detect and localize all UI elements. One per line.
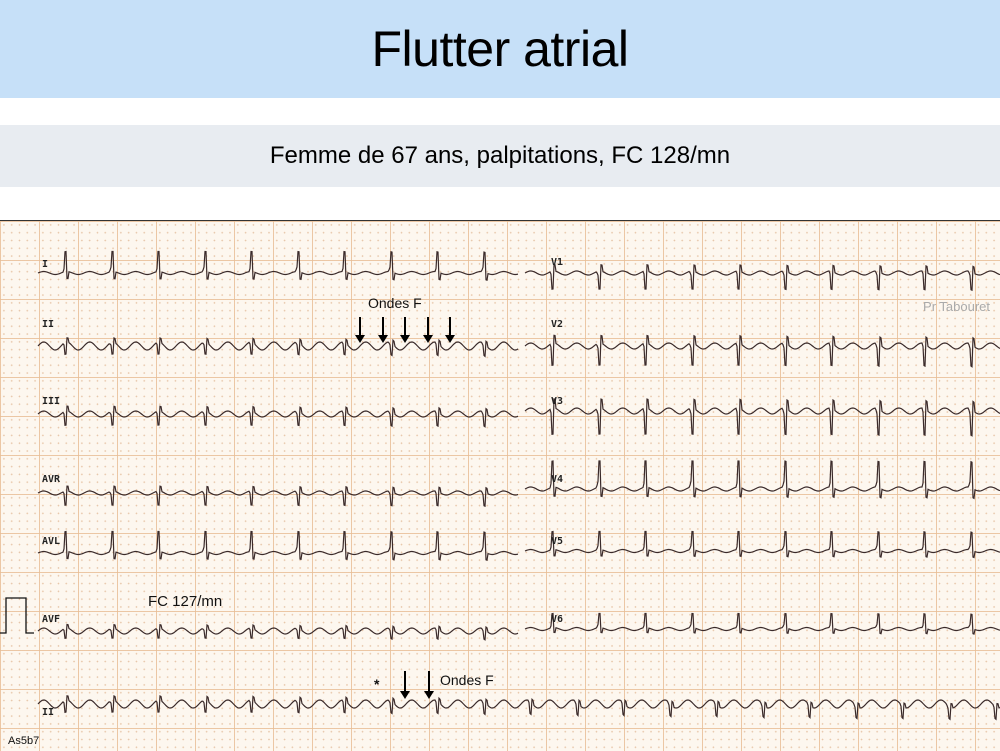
lead-label-III: III xyxy=(42,396,61,407)
slide-subtitle: Femme de 67 ans, palpitations, FC 128/mn xyxy=(269,142,731,169)
ecg-code: As5b7 xyxy=(8,735,40,747)
lead-label-V6: V6 xyxy=(551,614,564,625)
trace-V1 xyxy=(524,264,1000,292)
trace-AVF xyxy=(37,623,519,641)
lead-label-I: I xyxy=(42,259,49,270)
subtitle-box: Femme de 67 ans, palpitations, FC 128/mn xyxy=(0,125,1000,187)
flutter-waves-label-bottom: Ondes F xyxy=(440,672,494,688)
title-band: Flutter atrial xyxy=(0,0,1000,98)
ecg-traces xyxy=(0,250,1000,721)
arrow-down-icon xyxy=(400,317,410,343)
ecg-tracing: I II III AVR AVL AVF II V1 V2 V3 V4 V5 V… xyxy=(0,220,1000,751)
trace-V5 xyxy=(524,530,1000,559)
lead-label-V5: V5 xyxy=(551,536,564,547)
arrow-down-icon xyxy=(445,317,455,343)
lead-label-II: II xyxy=(42,319,55,330)
arrow-down-icon xyxy=(423,317,433,343)
lead-label-AVF: AVF xyxy=(42,614,61,625)
trace-V6 xyxy=(524,612,1000,635)
arrow-down-icon xyxy=(400,671,410,699)
lead-label-AVL: AVL xyxy=(42,536,61,547)
lead-label-V1: V1 xyxy=(551,257,564,268)
flutter-waves-label-top: Ondes F xyxy=(368,295,422,311)
lead-label-V4: V4 xyxy=(551,474,564,485)
trace-AVR xyxy=(37,485,519,508)
arrow-down-icon xyxy=(355,317,365,343)
arrow-down-icon xyxy=(424,671,434,699)
heart-rate-label: FC 127/mn xyxy=(148,593,223,610)
trace-AVL xyxy=(37,530,519,562)
trace-II-rhythm xyxy=(37,695,1000,721)
trace-V2 xyxy=(524,334,1000,368)
trace-V4 xyxy=(524,460,1000,500)
calibration-pulse xyxy=(0,597,34,634)
lead-label-II-rhythm: II xyxy=(42,707,55,718)
lead-label-AVR: AVR xyxy=(42,474,61,485)
trace-I xyxy=(37,250,519,282)
trace-II xyxy=(37,337,519,358)
arrow-down-icon xyxy=(378,317,388,343)
trace-V3 xyxy=(524,398,1000,437)
lead-label-V3: V3 xyxy=(551,396,564,407)
slide-title: Flutter atrial xyxy=(371,21,629,77)
trace-III xyxy=(37,405,519,428)
asterisk-marker: * xyxy=(374,676,380,692)
watermark: Pr Tabouret xyxy=(923,299,990,314)
lead-label-V2: V2 xyxy=(551,319,564,330)
